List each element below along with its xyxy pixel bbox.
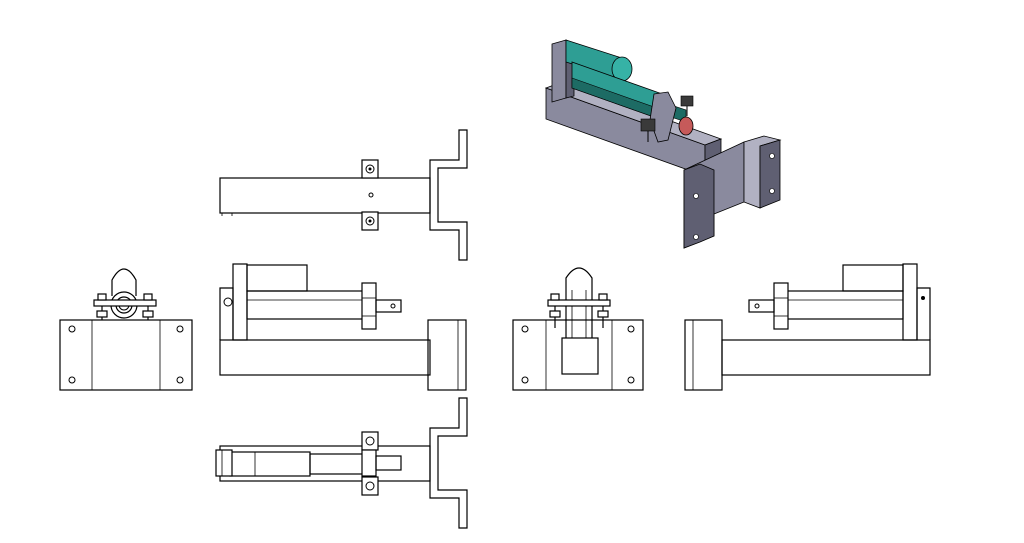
left-view <box>59 268 193 391</box>
bottom-view <box>215 397 468 529</box>
front-view <box>219 263 467 391</box>
back-view <box>684 263 931 391</box>
isometric-view <box>544 39 782 249</box>
top-view <box>219 129 468 261</box>
rear-end-view <box>512 267 644 391</box>
